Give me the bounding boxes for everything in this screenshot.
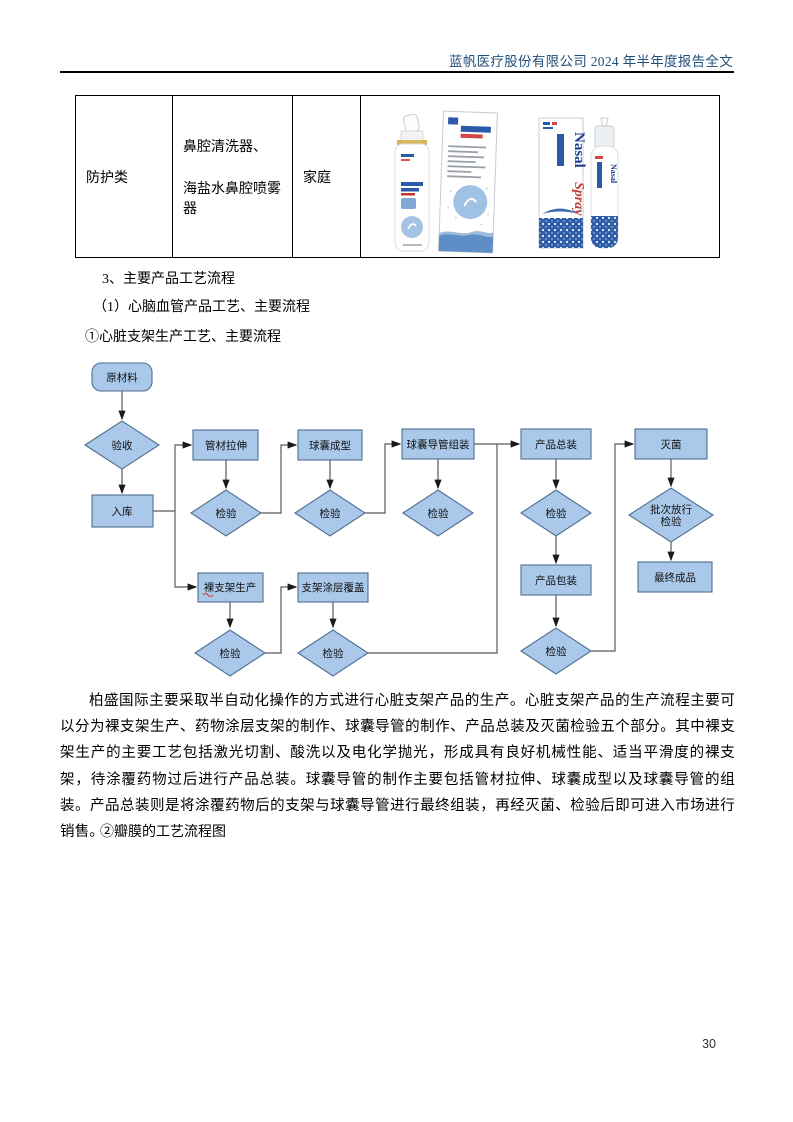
node-inspection-7: [519, 627, 593, 675]
nasal-cleanser-box-image: [438, 110, 498, 254]
cell-category: 防护类: [76, 96, 173, 257]
label-balloon-catheter-assembly: 球囊导管组装: [407, 438, 470, 451]
label-inspection-3: 检验: [428, 507, 449, 520]
label-stent-coating: 支架涂层覆盖: [302, 581, 365, 594]
product-table: 防护类 鼻腔清洗器、 海盐水鼻腔喷雾器 家庭: [75, 95, 720, 258]
node-bare-stent: [197, 572, 264, 603]
label-batch-release-2: 检验: [661, 515, 682, 528]
cell-products: 鼻腔清洗器、 海盐水鼻腔喷雾器: [173, 96, 293, 257]
label-product-assembly: 产品总装: [535, 438, 577, 451]
label-inspection-4: 检验: [546, 507, 567, 520]
label-batch-release-1: 批次放行: [650, 503, 692, 516]
heading-valve-process: ②瓣膜的工艺流程图: [100, 825, 226, 840]
stent-process-flowchart: 原材料 验收 入库 管材拉伸 球囊成型 球囊导管组装 产品总装 灭菌 检验 检验…: [83, 362, 715, 677]
node-inspection-2: [293, 489, 367, 537]
node-acceptance: [83, 420, 161, 470]
header-divider: [60, 71, 734, 73]
node-tube-stretch: [192, 429, 259, 461]
node-inspection-4: [519, 489, 593, 537]
product-name-1: 鼻腔清洗器、: [183, 139, 267, 155]
product-images: Nasal Spray Nasal: [394, 110, 619, 254]
nasal-spray-bottle-image: Nasal: [590, 117, 619, 249]
label-tube-stretch: 管材拉伸: [205, 439, 247, 452]
label-packaging: 产品包装: [535, 574, 577, 587]
node-balloon-form: [297, 429, 363, 461]
label-inspection-2: 检验: [320, 507, 341, 520]
heading-stent-process: ①心脏支架生产工艺、主要流程: [85, 330, 281, 345]
label-inspection-7: 检验: [546, 645, 567, 658]
flow-connectors: [118, 391, 675, 654]
node-inspection-5: [193, 629, 267, 677]
label-raw-material: 原材料: [106, 371, 138, 384]
node-inspection-1: [189, 489, 263, 537]
product-name-2: 海盐水鼻腔喷雾器: [183, 181, 281, 217]
node-balloon-catheter-assembly: [401, 428, 475, 460]
cell-scene: 家庭: [293, 96, 361, 257]
label-acceptance: 验收: [112, 439, 133, 452]
node-warehouse: [91, 494, 154, 528]
label-inspection-5: 检验: [220, 647, 241, 660]
node-stent-coating: [297, 572, 369, 603]
node-sterilization: [634, 428, 708, 460]
heading-cardio-products: （1）心脑血管产品工艺、主要流程: [93, 300, 310, 315]
node-inspection-3: [401, 489, 475, 537]
label-inspection-1: 检验: [216, 507, 237, 520]
node-final-product: [637, 561, 713, 593]
node-raw-material: [91, 362, 153, 392]
nasal-box-spray-text: Spray: [571, 182, 586, 216]
nasal-bottle-nasal-text: Nasal: [609, 164, 618, 184]
nasal-cleanser-bottle-image: [394, 113, 430, 252]
nasal-box-nasal-text: Nasal: [571, 132, 587, 168]
report-header-title: 蓝帆医疗股份有限公司 2024 年半年度报告全文: [449, 54, 733, 69]
heading-process-flow: 3、主要产品工艺流程: [102, 272, 235, 287]
label-sterilization: 灭菌: [661, 439, 682, 451]
node-inspection-6: [296, 629, 370, 677]
page-number: 30: [702, 1037, 716, 1051]
label-warehouse: 入库: [112, 505, 133, 518]
label-final-product: 最终成品: [654, 571, 696, 584]
scene-label: 家庭: [303, 170, 331, 186]
process-description-paragraph: 柏盛国际主要采取半自动化操作的方式进行心脏支架产品的生产。心脏支架产品的生产流程…: [60, 693, 735, 841]
node-product-assembly: [520, 428, 592, 460]
node-packaging: [520, 564, 592, 596]
label-bare-stent: 裸支架生产: [204, 581, 257, 594]
node-batch-release-inspection: [627, 487, 715, 543]
spellcheck-squiggle: [202, 593, 214, 597]
label-balloon-form: 球囊成型: [309, 439, 351, 452]
category-label: 防护类: [86, 170, 128, 186]
cell-product-images: Nasal Spray Nasal: [361, 96, 719, 257]
label-inspection-6: 检验: [323, 647, 344, 660]
nasal-spray-box-image: Nasal Spray: [538, 117, 587, 249]
